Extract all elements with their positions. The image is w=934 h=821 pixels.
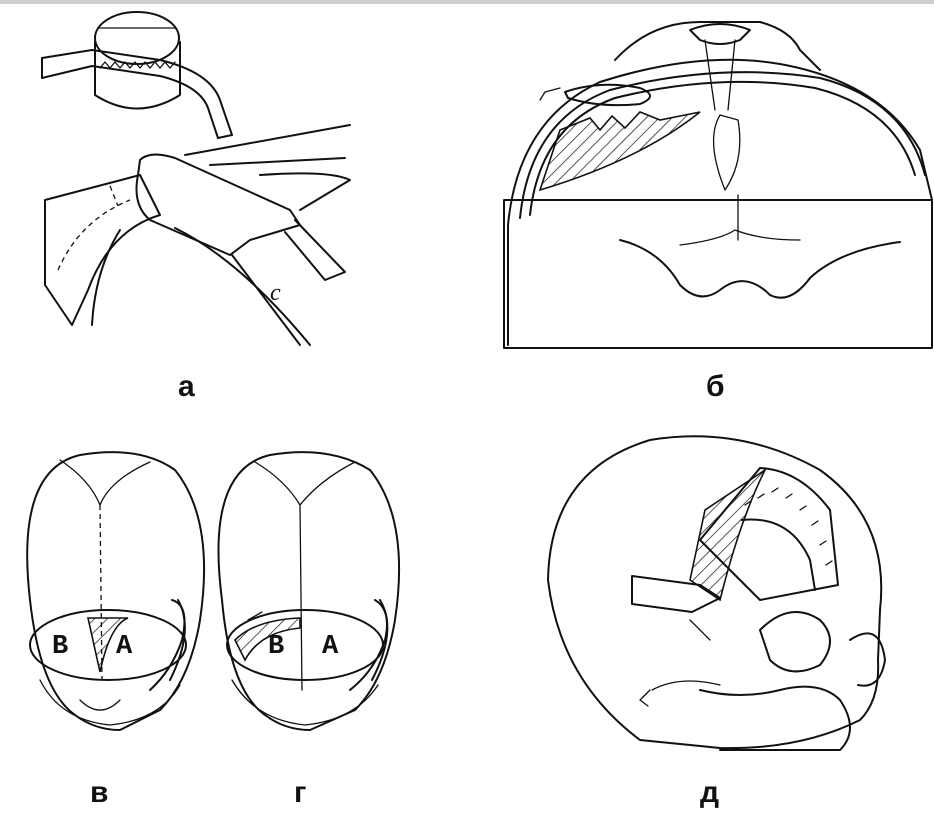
panel-v-drawing bbox=[27, 452, 204, 730]
panel-a-label: а bbox=[178, 372, 195, 402]
skull-outline bbox=[508, 60, 932, 345]
panel-a-drawing bbox=[42, 12, 350, 345]
panel-g-drawing bbox=[218, 452, 399, 730]
dura-guard-plate bbox=[45, 175, 160, 325]
panel-a-marker: c bbox=[270, 280, 281, 306]
panel-v-label: в bbox=[90, 778, 108, 808]
panel-g-label: г bbox=[294, 778, 307, 808]
region-b-label-g: B bbox=[268, 634, 284, 661]
bone-flap-hatched bbox=[540, 112, 700, 190]
panel-b-label: б bbox=[706, 372, 725, 402]
region-b-label-v: B bbox=[52, 634, 68, 661]
panel-d-label: д bbox=[700, 778, 719, 808]
bone-flap-d bbox=[690, 470, 765, 600]
skull-g-outline bbox=[218, 452, 399, 730]
region-a-label-g: A bbox=[322, 634, 338, 661]
orbit bbox=[760, 612, 830, 671]
panel-b-drawing bbox=[504, 22, 932, 348]
brain-fold bbox=[714, 115, 740, 190]
saw-strap-upper bbox=[42, 50, 232, 135]
guide-instrument-head bbox=[137, 154, 301, 255]
saw-teeth bbox=[100, 62, 175, 68]
lower-outline bbox=[620, 240, 900, 298]
panel-d-drawing bbox=[548, 436, 885, 750]
region-a-label-v: A bbox=[116, 634, 132, 661]
